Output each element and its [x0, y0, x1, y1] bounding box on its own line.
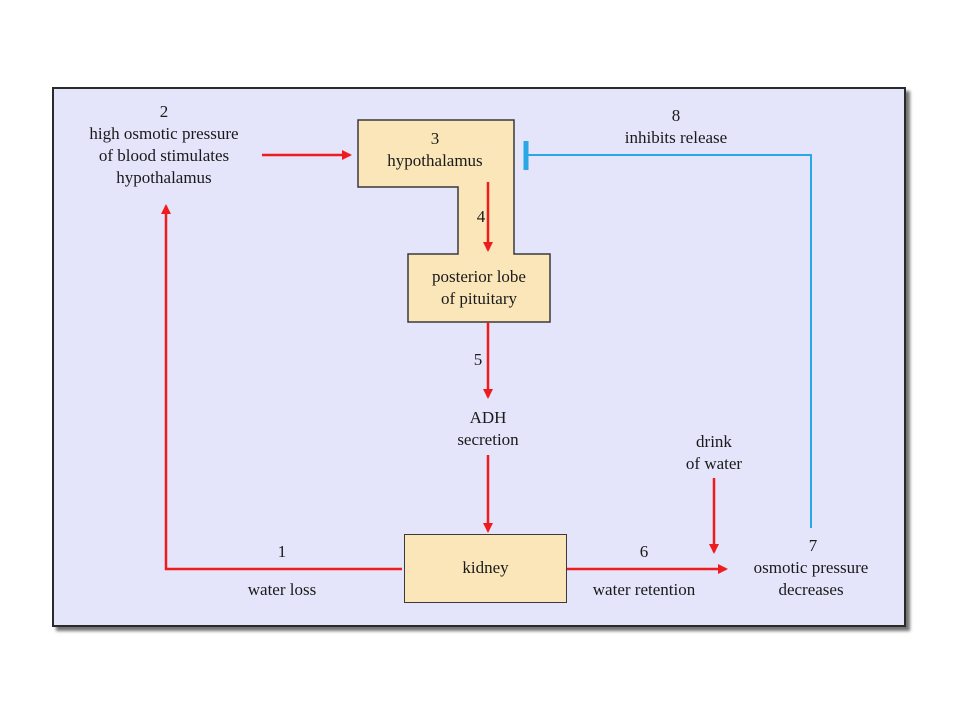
node-7-number: 7 — [808, 536, 818, 555]
pituitary-line2: of pituitary — [440, 289, 517, 308]
adh-line2: secretion — [457, 430, 519, 449]
inhibit-line-8 — [526, 154, 812, 528]
pituitary-line1: posterior lobe — [432, 267, 526, 286]
node-7-label: 7 osmotic pressure decreases — [730, 535, 892, 601]
drink-line1: drink — [696, 432, 732, 451]
hypothalamus-label: hypothalamus — [387, 151, 483, 170]
node-2-number: 2 — [159, 102, 169, 121]
kidney-label: kidney — [462, 558, 509, 577]
water-retention-label: water retention — [592, 580, 696, 599]
adh-label: ADH secretion — [428, 407, 548, 451]
inhibits-release-label: inhibits release — [624, 128, 728, 147]
node-2-line2: of blood stimulates — [98, 146, 230, 165]
node-2-line3: hypothalamus — [116, 168, 212, 187]
node-6-number: 6 — [639, 542, 649, 561]
hypothalamus-pituitary-shape — [357, 119, 551, 323]
node-8-label: 8 inhibits release — [596, 105, 756, 149]
drink-of-water-label: drink of water — [664, 431, 764, 475]
drink-line2: of water — [685, 454, 743, 473]
water-loss-label: water loss — [247, 580, 317, 599]
node-7-line1: osmotic pressure — [753, 558, 869, 577]
node-1-number: 1 — [277, 542, 287, 561]
node-2-line1: high osmotic pressure — [89, 124, 239, 143]
node-3-number: 3 — [430, 129, 440, 148]
node-4-number: 4 — [476, 207, 486, 226]
pituitary-label: posterior lobe of pituitary — [408, 266, 550, 310]
node-8-number: 8 — [671, 106, 681, 125]
kidney-box — [404, 534, 567, 603]
adh-line1: ADH — [469, 408, 507, 427]
node-5-number: 5 — [473, 350, 483, 369]
node-7-line2: decreases — [778, 580, 844, 599]
node-3-label: 3 hypothalamus — [360, 128, 510, 172]
arrow-1-water-loss — [161, 204, 402, 571]
node-2-label: 2 high osmotic pressure of blood stimula… — [54, 101, 274, 189]
